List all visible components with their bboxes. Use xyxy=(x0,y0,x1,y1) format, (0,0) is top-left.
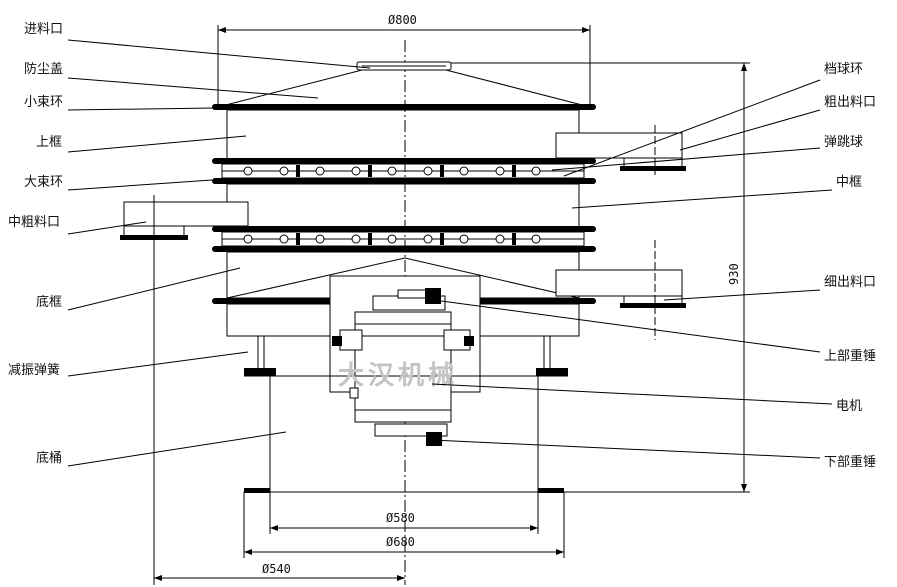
deck-divider xyxy=(368,165,372,177)
bouncing-ball-icon xyxy=(387,234,397,244)
svg-text:档球环: 档球环 xyxy=(824,62,863,77)
dim-680-text: Ø680 xyxy=(386,535,415,549)
medium-coarse-outlet-part xyxy=(120,195,249,585)
svg-text:细出料口: 细出料口 xyxy=(824,275,876,290)
label-bouncing-ball: 弹跳球 xyxy=(551,135,863,171)
bouncing-ball-icon xyxy=(279,166,289,176)
svg-text:底桶: 底桶 xyxy=(36,450,62,466)
bouncing-balls-upper xyxy=(243,165,541,177)
svg-text:弹跳球: 弹跳球 xyxy=(824,135,863,150)
label-dust-cover: 防尘盖 xyxy=(24,61,319,99)
feed-inlet-part xyxy=(356,61,452,71)
motor-assembly xyxy=(329,275,481,446)
bouncing-ball-icon xyxy=(315,234,325,244)
deck-divider xyxy=(512,233,516,245)
svg-text:粗出料口: 粗出料口 xyxy=(824,95,876,110)
small-clamp-ring-part xyxy=(212,104,596,110)
label-upper-weight: 上部重锤 xyxy=(433,299,876,364)
bouncing-balls-lower xyxy=(243,233,541,245)
bouncing-ball-icon xyxy=(459,166,469,176)
svg-text:上框: 上框 xyxy=(36,135,62,150)
svg-text:上部重锤: 上部重锤 xyxy=(824,348,876,364)
label-lower-weight: 下部重锤 xyxy=(431,439,876,470)
svg-text:电机: 电机 xyxy=(836,399,862,414)
deck-divider xyxy=(296,233,300,245)
bouncing-ball-icon xyxy=(495,234,505,244)
label-fine-outlet: 细出料口 xyxy=(663,275,876,301)
bouncing-ball-icon xyxy=(351,166,361,176)
label-upper-frame: 上框 xyxy=(36,135,247,153)
damping-springs xyxy=(244,336,568,376)
svg-text:小束环: 小束环 xyxy=(24,95,63,110)
svg-text:防尘盖: 防尘盖 xyxy=(24,61,63,77)
bouncing-ball-icon xyxy=(423,234,433,244)
dim-top-diameter-text: Ø800 xyxy=(388,13,417,27)
dim-height: 930 xyxy=(450,62,750,493)
deck-divider xyxy=(296,165,300,177)
label-motor: 电机 xyxy=(431,383,862,414)
label-bottom-frame: 底框 xyxy=(36,267,241,311)
coarse-outlet-part xyxy=(555,125,686,175)
base-barrel-part xyxy=(244,375,568,493)
bouncing-ball-icon xyxy=(423,166,433,176)
bouncing-ball-icon xyxy=(495,166,505,176)
label-large-clamp-ring: 大束环 xyxy=(24,175,213,191)
label-small-clamp-ring: 小束环 xyxy=(24,95,215,111)
svg-text:中粗料口: 中粗料口 xyxy=(8,215,60,230)
bouncing-ball-icon xyxy=(243,166,253,176)
svg-text:底框: 底框 xyxy=(36,294,62,310)
label-base-barrel: 底桶 xyxy=(36,431,287,467)
dim-540: Ø540 xyxy=(154,562,405,581)
deck-divider xyxy=(368,233,372,245)
bouncing-ball-icon xyxy=(531,166,541,176)
deck-divider xyxy=(512,165,516,177)
svg-text:大束环: 大束环 xyxy=(24,175,63,190)
dust-cover-part xyxy=(221,69,587,107)
bouncing-ball-icon xyxy=(351,234,361,244)
fine-outlet-part xyxy=(555,240,686,340)
label-medium-coarse-outlet: 中粗料口 xyxy=(8,215,147,235)
dim-top-diameter: Ø800 xyxy=(217,13,591,108)
label-damping-spring: 减振弹簧 xyxy=(8,351,249,378)
deck-divider xyxy=(440,165,444,177)
dim-580-text: Ø580 xyxy=(386,511,415,525)
bouncing-ball-icon xyxy=(315,166,325,176)
deck-divider xyxy=(440,233,444,245)
svg-text:中框: 中框 xyxy=(836,175,862,190)
dim-680: Ø680 xyxy=(243,492,565,558)
dim-height-text: 930 xyxy=(727,263,741,285)
label-middle-frame: 中框 xyxy=(571,175,862,209)
svg-text:进料口: 进料口 xyxy=(24,22,63,37)
upper-frame-part xyxy=(226,109,580,161)
middle-frame-part xyxy=(226,183,580,229)
label-feed-inlet: 进料口 xyxy=(24,22,371,69)
bouncing-ball-icon xyxy=(531,234,541,244)
svg-text:减振弹簧: 减振弹簧 xyxy=(8,362,60,378)
svg-text:下部重锤: 下部重锤 xyxy=(824,454,876,470)
dim-540-text: Ø540 xyxy=(262,562,291,576)
bouncing-ball-icon xyxy=(387,166,397,176)
label-ball-retaining-ring: 档球环 xyxy=(563,62,863,177)
bouncing-ball-icon xyxy=(459,234,469,244)
bouncing-ball-icon xyxy=(243,234,253,244)
bouncing-ball-icon xyxy=(279,234,289,244)
label-coarse-outlet: 粗出料口 xyxy=(679,95,876,151)
dim-580: Ø580 xyxy=(269,492,539,534)
watermark: 大汉机械 xyxy=(338,361,458,391)
